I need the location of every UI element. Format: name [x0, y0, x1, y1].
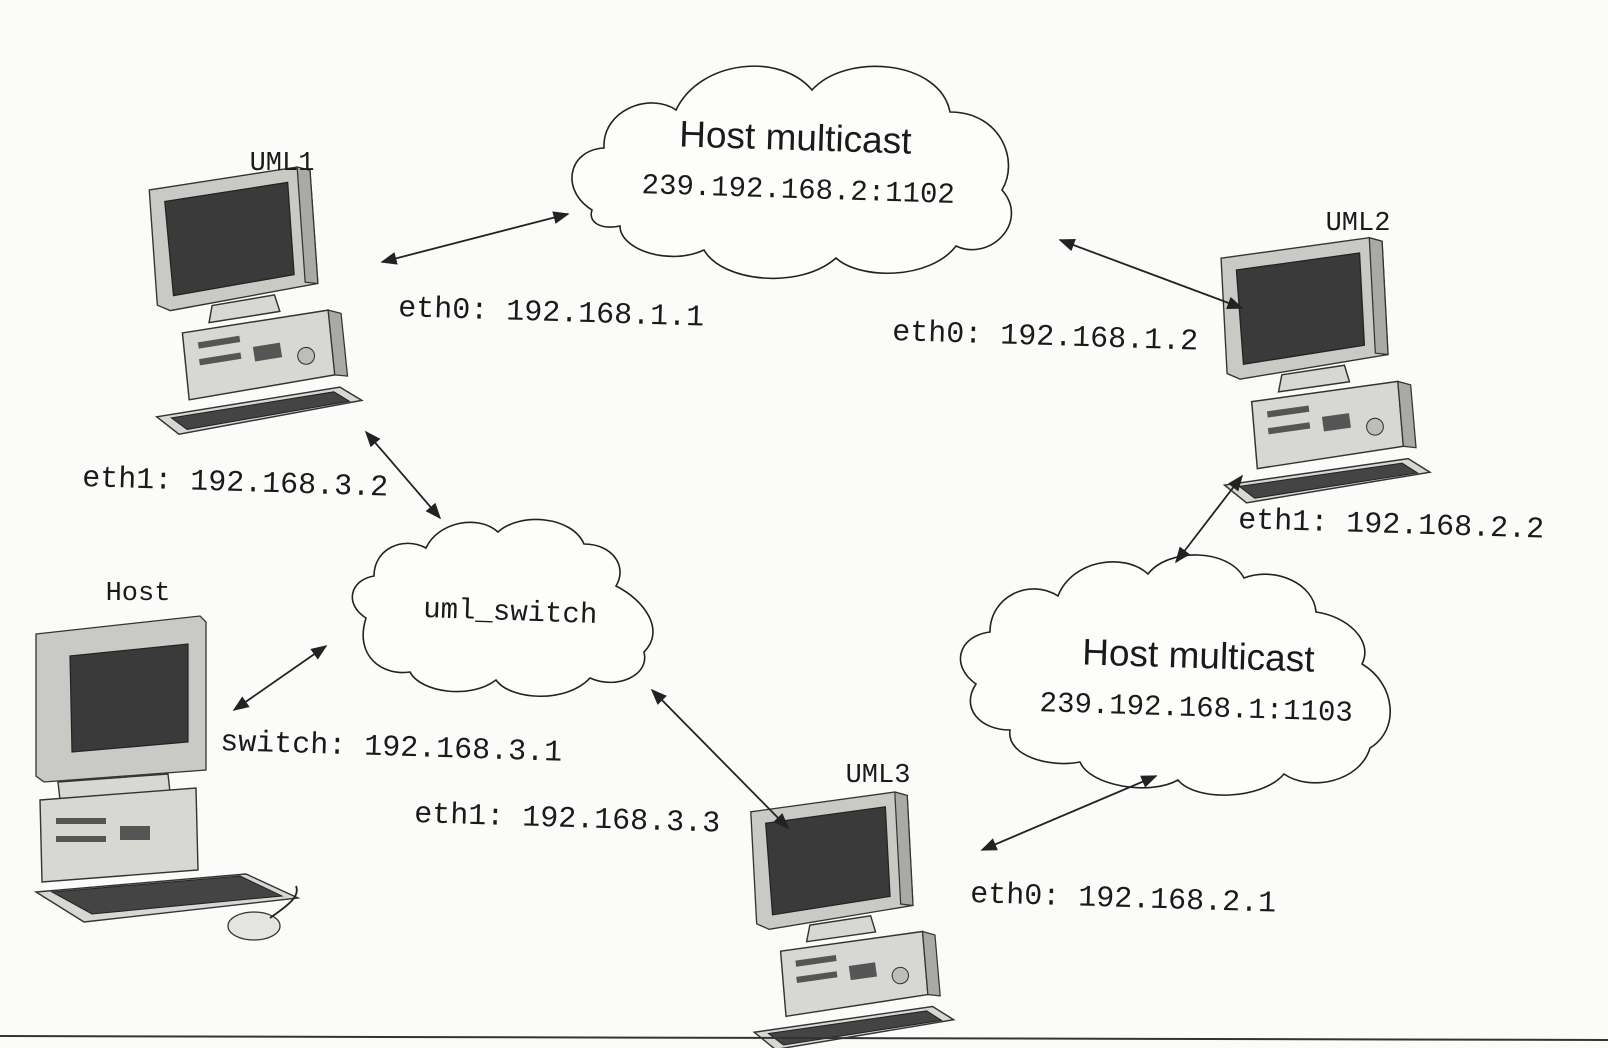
link-uml1-mcast-top: [380, 211, 570, 265]
iface-uml3-eth1: eth1: 192.168.3.3: [414, 798, 721, 842]
link-host-switch: [232, 645, 328, 711]
cloud-title-switch: uml_switch: [423, 593, 598, 632]
iface-uml1-eth1: eth1: 192.168.3.2: [82, 462, 389, 506]
link-mcast-right-uml2: [1175, 474, 1243, 564]
link-uml3-mcast-right: [980, 775, 1158, 851]
iface-uml1-eth0: eth0: 192.168.1.1: [398, 292, 705, 336]
iface-host-switch: switch: 192.168.3.1: [220, 726, 563, 771]
cloud-uml-switch: uml_switch: [351, 518, 654, 697]
cloud-title-top: Host multicast: [679, 113, 913, 161]
link-switch-uml3: [650, 688, 790, 830]
iface-uml2-eth0: eth0: 192.168.1.2: [892, 316, 1199, 360]
computer-host: Host: [33, 579, 301, 941]
computer-uml1: UML1: [139, 149, 365, 437]
link-mcast-top-uml2: [1058, 239, 1244, 309]
iface-uml2-eth1: eth1: 192.168.2.2: [1238, 504, 1545, 548]
computer-uml3: UML3: [741, 761, 956, 1048]
node-label-uml2: UML2: [1326, 209, 1391, 239]
node-label-uml1: UML1: [250, 149, 315, 179]
page-bottom-edge: [0, 1035, 1608, 1041]
cloud-host-multicast-right: Host multicast 239.192.168.1:1103: [959, 554, 1392, 796]
cloud-title-right: Host multicast: [1082, 631, 1316, 679]
cloud-host-multicast-top: Host multicast 239.192.168.2:1102: [571, 65, 1013, 280]
iface-uml3-eth0: eth0: 192.168.2.1: [970, 878, 1277, 922]
link-uml1-switch: [364, 430, 442, 520]
computer-uml2: UML2: [1211, 209, 1432, 505]
node-label-uml3: UML3: [846, 761, 911, 791]
node-label-host: Host: [106, 579, 171, 609]
